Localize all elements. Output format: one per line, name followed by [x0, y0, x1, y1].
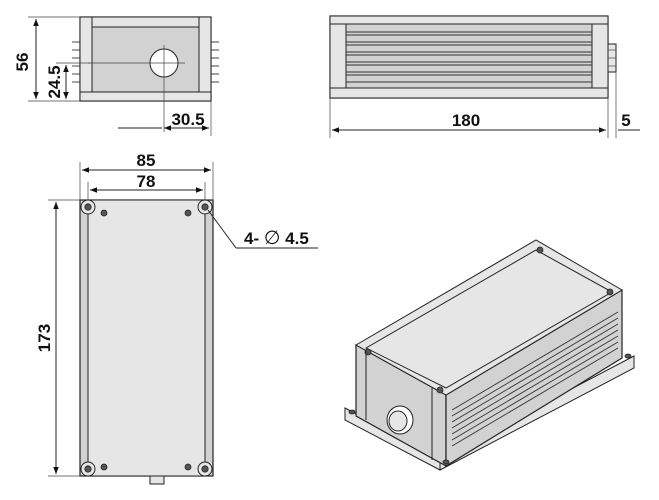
- iso-hole-2: [436, 386, 444, 394]
- front-top-flange: [79, 16, 212, 28]
- side-fins: [346, 31, 592, 83]
- mount-hole-callout: 4- ∅ 4.5: [244, 228, 309, 249]
- front-left-rail: [79, 16, 93, 102]
- dim-173: 173: [35, 324, 54, 352]
- mount-hole-br: [201, 465, 209, 473]
- side-dimensions: 180 5: [329, 72, 640, 138]
- side-view: [329, 15, 617, 99]
- iso-flange-hole-1: [348, 409, 356, 415]
- dim-30-5: 30.5: [171, 110, 204, 129]
- front-right-fins: [211, 41, 219, 83]
- dim-24-5: 24.5: [45, 65, 64, 98]
- top-inner-panel: [87, 199, 206, 477]
- diameter-symbol: ∅: [264, 228, 281, 249]
- iso-top-face: [354, 239, 623, 396]
- iso-flange-hole-3: [624, 353, 632, 359]
- side-right-cap: [591, 15, 609, 99]
- dim-56: 56: [13, 53, 32, 72]
- mount-hole-count: 4-: [244, 229, 259, 248]
- iso-flange-hole-2: [442, 459, 450, 465]
- mount-hole-tl: [84, 203, 92, 211]
- iso-hole-3: [606, 288, 614, 296]
- dim-78: 78: [137, 172, 156, 191]
- front-bottom-foot: [79, 91, 212, 102]
- side-top-flange: [329, 15, 609, 25]
- lid-screw-tr: [184, 209, 192, 217]
- front-body: [79, 16, 212, 102]
- iso-side-fins: [451, 311, 619, 447]
- dim-5: 5: [621, 111, 630, 130]
- front-right-rail: [198, 16, 212, 102]
- top-view: [79, 199, 214, 485]
- mount-hole-diameter: 4.5: [285, 229, 309, 248]
- lid-screw-bl: [100, 463, 108, 471]
- iso-hole-4: [536, 246, 544, 254]
- top-connector: [149, 475, 165, 485]
- front-left-fins: [72, 41, 80, 83]
- isometric-view: [344, 239, 635, 471]
- side-body: [329, 15, 609, 99]
- dim-85: 85: [137, 151, 156, 170]
- mount-hole-bl: [84, 465, 92, 473]
- side-bottom-foot: [329, 87, 609, 99]
- lid-screw-tl: [100, 209, 108, 217]
- dim-180: 180: [452, 111, 480, 130]
- mount-hole-tr: [201, 203, 209, 211]
- side-left-cap: [329, 15, 347, 99]
- top-dimensions: 85 78 173 4- ∅ 4.5: [35, 151, 318, 477]
- lid-screw-br: [184, 463, 192, 471]
- front-view: [72, 16, 219, 132]
- front-dimensions: 56 24.5 30.5: [13, 16, 212, 136]
